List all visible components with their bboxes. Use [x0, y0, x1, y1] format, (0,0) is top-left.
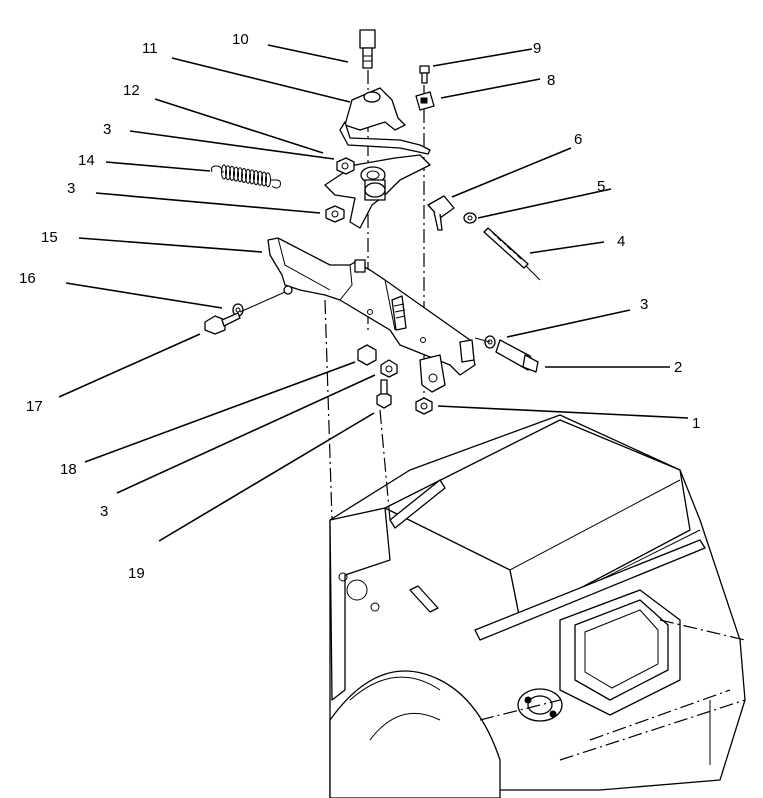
spring-coil: [225, 165, 231, 181]
spring-coil: [245, 168, 251, 184]
callout-4: 4: [617, 233, 625, 250]
callout-19: 19: [128, 565, 145, 582]
bolt-19: [376, 379, 392, 409]
spring-coil: [237, 167, 243, 183]
washer-3-under: [380, 359, 398, 378]
bolt-10: [359, 29, 376, 69]
lever-11: [339, 87, 431, 155]
nut-1: [415, 397, 433, 415]
cable-4: [483, 227, 541, 281]
callout-5: 5: [597, 178, 605, 195]
spring-coil: [261, 171, 267, 187]
leader-lines: [58, 44, 689, 542]
center-line-bolt: [379, 409, 391, 521]
bolt-axis-right: [474, 337, 491, 343]
spring-coil: [221, 164, 227, 180]
bolt-axis-left: [239, 291, 286, 313]
spring-coil: [233, 166, 239, 182]
callout-16: 16: [19, 270, 36, 287]
callout-2: 2: [674, 359, 682, 376]
spring-coil: [257, 170, 263, 186]
callout-18: 18: [60, 461, 77, 478]
bracket-15: [267, 237, 476, 393]
washer-5: [463, 212, 477, 224]
spring-coil: [249, 169, 255, 185]
screw-9: [419, 65, 430, 84]
callout-9: 9: [533, 40, 541, 57]
callout-10: 10: [232, 31, 249, 48]
callout-3a: 3: [103, 121, 111, 138]
callout-11: 11: [142, 40, 158, 57]
callout-15: 15: [41, 229, 58, 246]
clip-8: [415, 91, 435, 111]
callout-14: 14: [78, 152, 95, 169]
nut-18: [357, 344, 377, 366]
spring-coil: [253, 170, 259, 186]
callout-6: 6: [574, 131, 582, 148]
nut-3-lower: [325, 205, 345, 223]
clip-bracket: [391, 295, 407, 331]
center-line-left: [324, 299, 333, 521]
callout-3b: 3: [67, 180, 75, 197]
callout-1: 1: [692, 415, 700, 432]
spring-coil: [241, 168, 247, 183]
callout-8: 8: [547, 72, 555, 89]
callout-3c: 3: [640, 296, 648, 313]
spring-coil: [229, 165, 235, 181]
callouts: 10 11 9 8 12 3 6 14 5 3 15 4 16 3 2 17 1…: [19, 31, 700, 582]
bolt-17: [204, 312, 241, 335]
throttle-plate-12: [324, 154, 431, 229]
spring-14: [211, 164, 281, 189]
callout-17: 17: [26, 398, 43, 415]
callout-3d: 3: [100, 503, 108, 520]
callout-12: 12: [123, 82, 140, 99]
cable-fitting-6: [427, 195, 455, 231]
bolt-2: [495, 339, 539, 373]
engine-block: [329, 414, 746, 798]
nut-3-upper: [336, 157, 355, 175]
